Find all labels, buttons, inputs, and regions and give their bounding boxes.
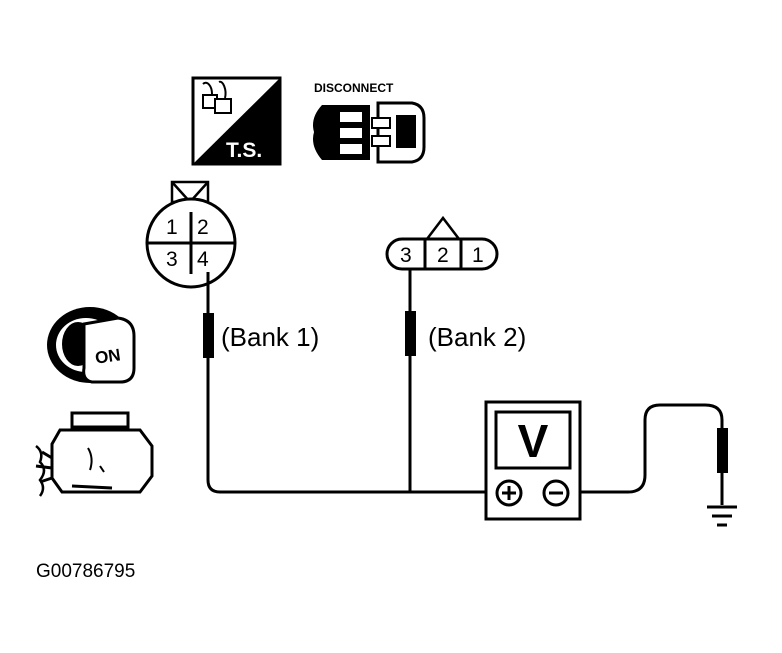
bank2-pin-2: 2 (437, 244, 449, 267)
engine-icon (35, 411, 154, 497)
bank2-connector: 3 2 1 (385, 215, 499, 271)
ground-probe-tip (717, 428, 728, 473)
bank1-connector: 1 2 3 4 (145, 180, 237, 289)
bank1-probe-tip (203, 313, 214, 358)
bank2-label: (Bank 2) (428, 322, 526, 352)
bank2-probe-tip (405, 311, 416, 356)
bank2-pin-3: 3 (400, 244, 412, 267)
bank1-pin-2: 2 (197, 216, 209, 239)
ts-label: T.S. (226, 139, 262, 162)
test-harness-icon: T.S. (191, 76, 282, 166)
bank1-pin-1: 1 (166, 216, 178, 239)
voltmeter-display: V (518, 415, 549, 467)
bank1-pin-3: 3 (166, 248, 178, 271)
disconnect-connector-icon: DISCONNECT (313, 81, 426, 164)
ground-icon (707, 505, 737, 527)
figure-id: G00786795 (36, 561, 135, 582)
bank1-pin-4: 4 (197, 248, 209, 271)
ignition-on-label: ON (94, 345, 122, 367)
disconnect-label: DISCONNECT (314, 81, 394, 95)
voltmeter-icon: V (484, 400, 582, 521)
probe-wires (206, 269, 724, 505)
bank1-label: (Bank 1) (221, 322, 319, 352)
ignition-key-icon: ON (47, 307, 136, 384)
bank2-pin-1: 1 (472, 244, 484, 267)
